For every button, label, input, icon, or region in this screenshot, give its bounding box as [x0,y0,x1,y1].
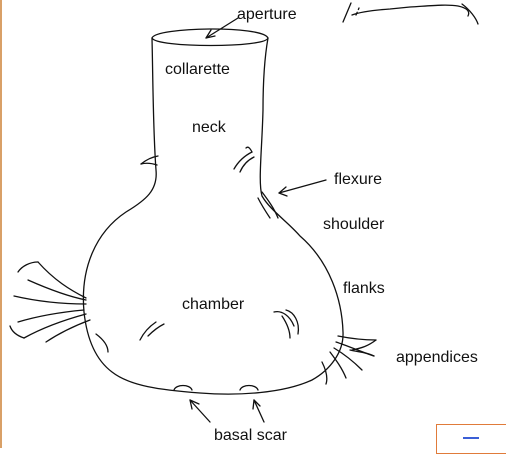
label-neck: neck [192,120,226,136]
label-chamber: chamber [182,297,244,313]
arrow-basal-scar-left [190,400,210,422]
chamber-appendage-left [140,322,164,340]
chamber-appendage-right [274,310,298,338]
corner-button[interactable] [436,424,506,454]
arrow-basal-scar-right [254,400,264,422]
basal-scar-right [240,386,258,391]
arrow-aperture [206,18,238,38]
label-flanks: flanks [343,281,385,297]
left-appendices [10,262,108,352]
basal-scar-left [174,386,192,391]
label-basal-scar: basal scar [214,428,287,444]
vase-body-outline [83,38,343,394]
label-shoulder: shoulder [323,217,384,233]
leader-arrows [190,18,326,422]
adjacent-specimen-outline [343,3,478,24]
corner-button-glyph [463,437,479,449]
label-flexure: flexure [334,172,382,188]
label-aperture: aperture [237,7,297,23]
label-collarette: collarette [165,62,230,78]
label-appendices: appendices [396,350,478,366]
right-appendices [322,336,376,384]
neck-appendage-right [234,147,254,172]
flexure-crease [262,192,278,218]
